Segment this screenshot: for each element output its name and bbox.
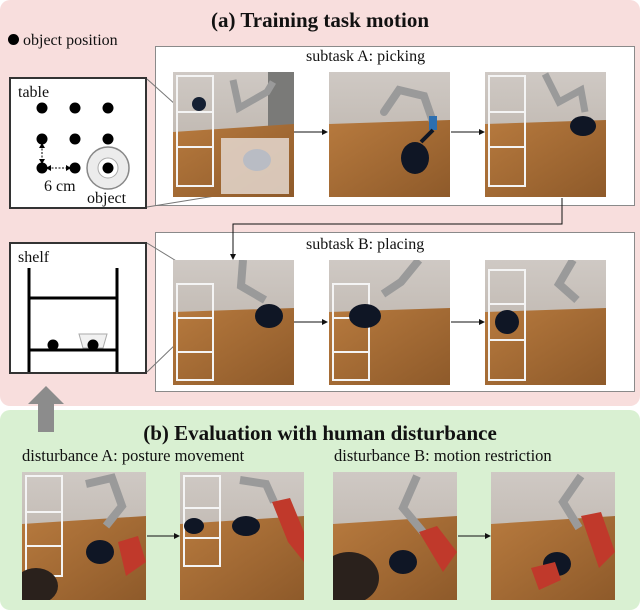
photo-disturbance-b-1 xyxy=(333,472,457,600)
photo-placing-3 xyxy=(485,260,606,385)
table-label: table xyxy=(18,84,50,101)
table-grid-diagram xyxy=(36,102,130,190)
photo-disturbance-a-2 xyxy=(180,472,304,600)
photo-placing-1 xyxy=(173,260,294,385)
photo-picking-3 xyxy=(485,72,606,197)
photo-placing-2 xyxy=(329,260,450,385)
object-position-dot-icon xyxy=(8,34,19,45)
panel-a-title: (a) Training task motion xyxy=(211,8,429,32)
legend-label: object position xyxy=(23,32,118,49)
subtask-a-title: subtask A: picking xyxy=(306,48,426,65)
shelf-inset: shelf xyxy=(9,242,147,374)
panel-b-title: (b) Evaluation with human disturbance xyxy=(143,421,497,445)
up-arrow-icon xyxy=(28,386,64,432)
photo-disturbance-b-2 xyxy=(491,472,615,600)
photo-picking-2 xyxy=(329,72,450,197)
object-label: object xyxy=(87,190,127,207)
distance-label: 6 cm xyxy=(44,178,76,195)
disturbance-b-label: disturbance B: motion restriction xyxy=(334,446,552,465)
shelf-label: shelf xyxy=(18,249,50,266)
disturbance-a-label: disturbance A: posture movement xyxy=(22,446,245,465)
table-inset: table 6 cm object xyxy=(9,77,147,209)
photo-picking-1 xyxy=(173,72,294,197)
photo-disturbance-a-1 xyxy=(22,472,146,600)
legend: object position xyxy=(8,32,118,50)
subtask-b-title: subtask B: placing xyxy=(306,236,425,253)
shelf-diagram xyxy=(27,268,119,372)
